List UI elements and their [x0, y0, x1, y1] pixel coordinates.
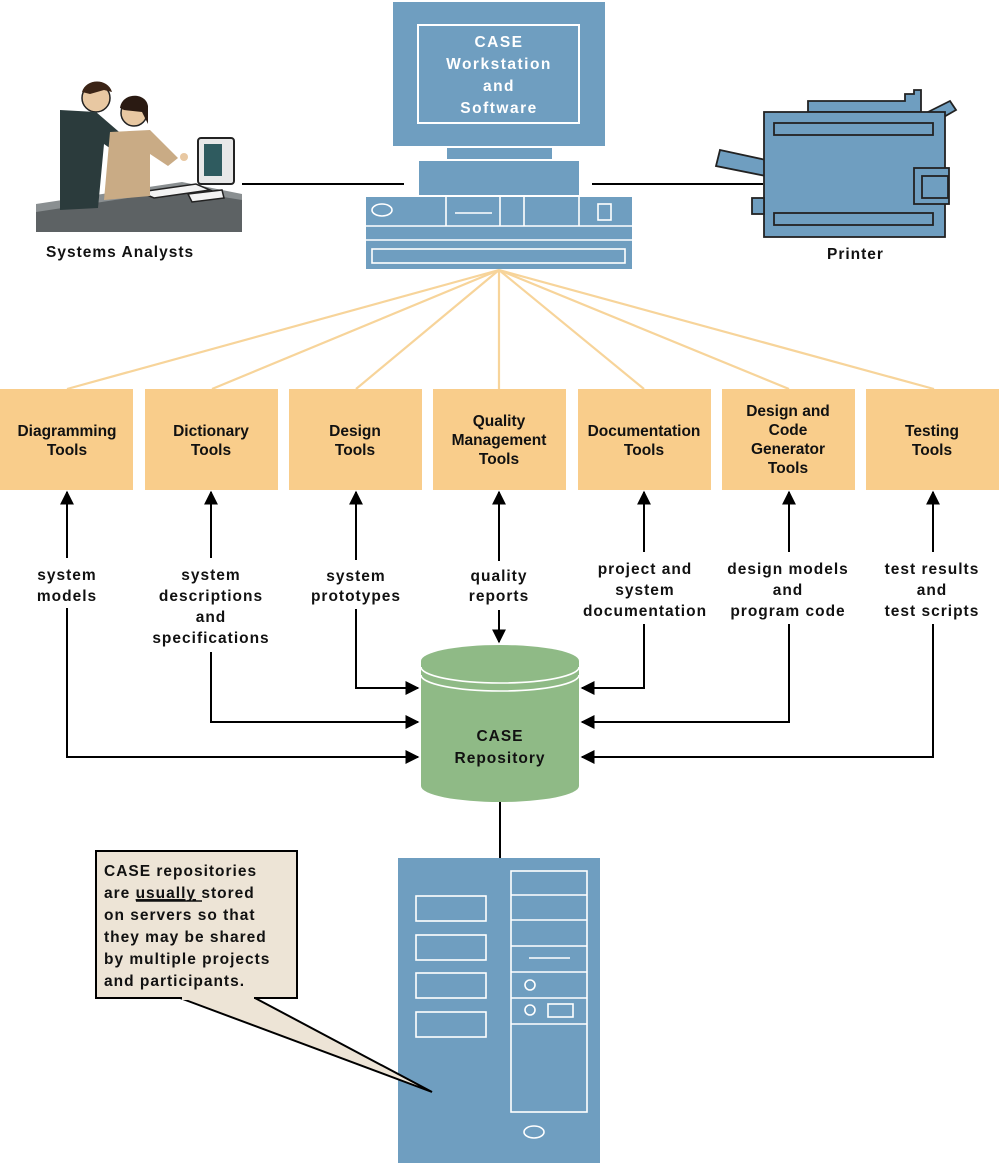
tool-label: Tools	[47, 442, 87, 459]
repository-line-2: Repository	[455, 750, 546, 767]
callout: CASE repositories are usually stored on …	[95, 850, 433, 1093]
tool-label: Tools	[912, 442, 952, 459]
diagramming-tools-box	[0, 389, 133, 490]
monitor-screen	[417, 24, 580, 124]
tool-label: Management	[452, 432, 547, 449]
flow-label: system	[181, 567, 240, 584]
tool-boxes: Diagramming Tools Dictionary Tools Desig…	[0, 389, 999, 490]
tool-label: Design	[329, 423, 381, 440]
documentation-tools-box	[578, 389, 711, 490]
printer-icon	[714, 89, 958, 238]
tool-label: Tools	[191, 442, 231, 459]
flow-label: and	[196, 609, 227, 626]
quality-management-tools-box	[433, 389, 566, 490]
flow-label: specifications	[152, 630, 269, 647]
drive-bay	[371, 248, 626, 264]
tool-label: Tools	[335, 442, 375, 459]
flow-label: program code	[730, 603, 845, 620]
case-workstation: CASE Workstation and Software	[366, 2, 632, 269]
monitor-base	[419, 161, 579, 195]
tool-label: Tools	[479, 451, 519, 468]
tool-label: Design and	[746, 403, 830, 420]
tool-label: Tools	[768, 460, 808, 477]
flow-label: system	[615, 582, 674, 599]
testing-tools-box	[866, 389, 999, 490]
workstation-line-1: CASE	[474, 34, 523, 51]
callout-line-4: they may be shared	[104, 929, 267, 946]
flow-label: project and	[598, 561, 693, 578]
tool-label: Diagramming	[17, 423, 116, 440]
tool-label: Code	[769, 422, 808, 439]
systems-analysts-illustration	[36, 81, 242, 232]
flow-label: design models	[727, 561, 849, 578]
callout-line-2: are usually stored	[104, 885, 255, 902]
flow-label: and	[773, 582, 804, 599]
design-code-generator-tools-box	[722, 389, 855, 490]
power-button-icon	[371, 203, 393, 217]
workstation-line-3: and	[483, 78, 515, 95]
flow-label: test scripts	[885, 603, 980, 620]
design-tools-box	[289, 389, 422, 490]
flow-label: descriptions	[159, 588, 263, 605]
callout-line-6: and participants.	[104, 973, 245, 990]
tool-connectors	[66, 268, 935, 391]
flow-label: system	[326, 568, 385, 585]
callout-line-3: on servers so that	[104, 907, 256, 924]
flow-label: prototypes	[311, 588, 401, 605]
tool-label: Dictionary	[173, 423, 249, 440]
monitor-neck	[447, 148, 552, 159]
flow-label: system	[37, 567, 96, 584]
monitor	[393, 2, 605, 146]
tool-label: Tools	[624, 442, 664, 459]
tool-label: Quality	[473, 413, 526, 430]
tool-label: Testing	[905, 423, 959, 440]
flow-label: reports	[469, 588, 529, 605]
flow-label: quality	[471, 568, 528, 585]
flow-arrows	[60, 490, 940, 764]
server-power-icon	[523, 1125, 545, 1139]
flow-labels: system models system descriptions and sp…	[37, 561, 980, 647]
printer-label: Printer	[827, 246, 884, 263]
flow-label: models	[37, 588, 97, 605]
callout-line-1: CASE repositories	[104, 863, 257, 880]
tool-label: Documentation	[588, 423, 701, 440]
flow-label: and	[917, 582, 948, 599]
case-repository: CASE Repository	[420, 645, 580, 802]
server-tower	[398, 858, 600, 1163]
flow-label: documentation	[583, 603, 707, 620]
systems-analysts-label: Systems Analysts	[46, 244, 194, 261]
callout-line-5: by multiple projects	[104, 951, 270, 968]
flow-label: test results	[885, 561, 980, 578]
workstation-line-4: Software	[460, 100, 537, 117]
workstation-line-2: Workstation	[446, 56, 552, 73]
system-unit	[366, 197, 632, 269]
underlined-word: usually	[136, 885, 196, 902]
dictionary-tools-box	[145, 389, 278, 490]
repository-line-1: CASE	[476, 728, 523, 745]
tool-label: Generator	[751, 441, 825, 458]
